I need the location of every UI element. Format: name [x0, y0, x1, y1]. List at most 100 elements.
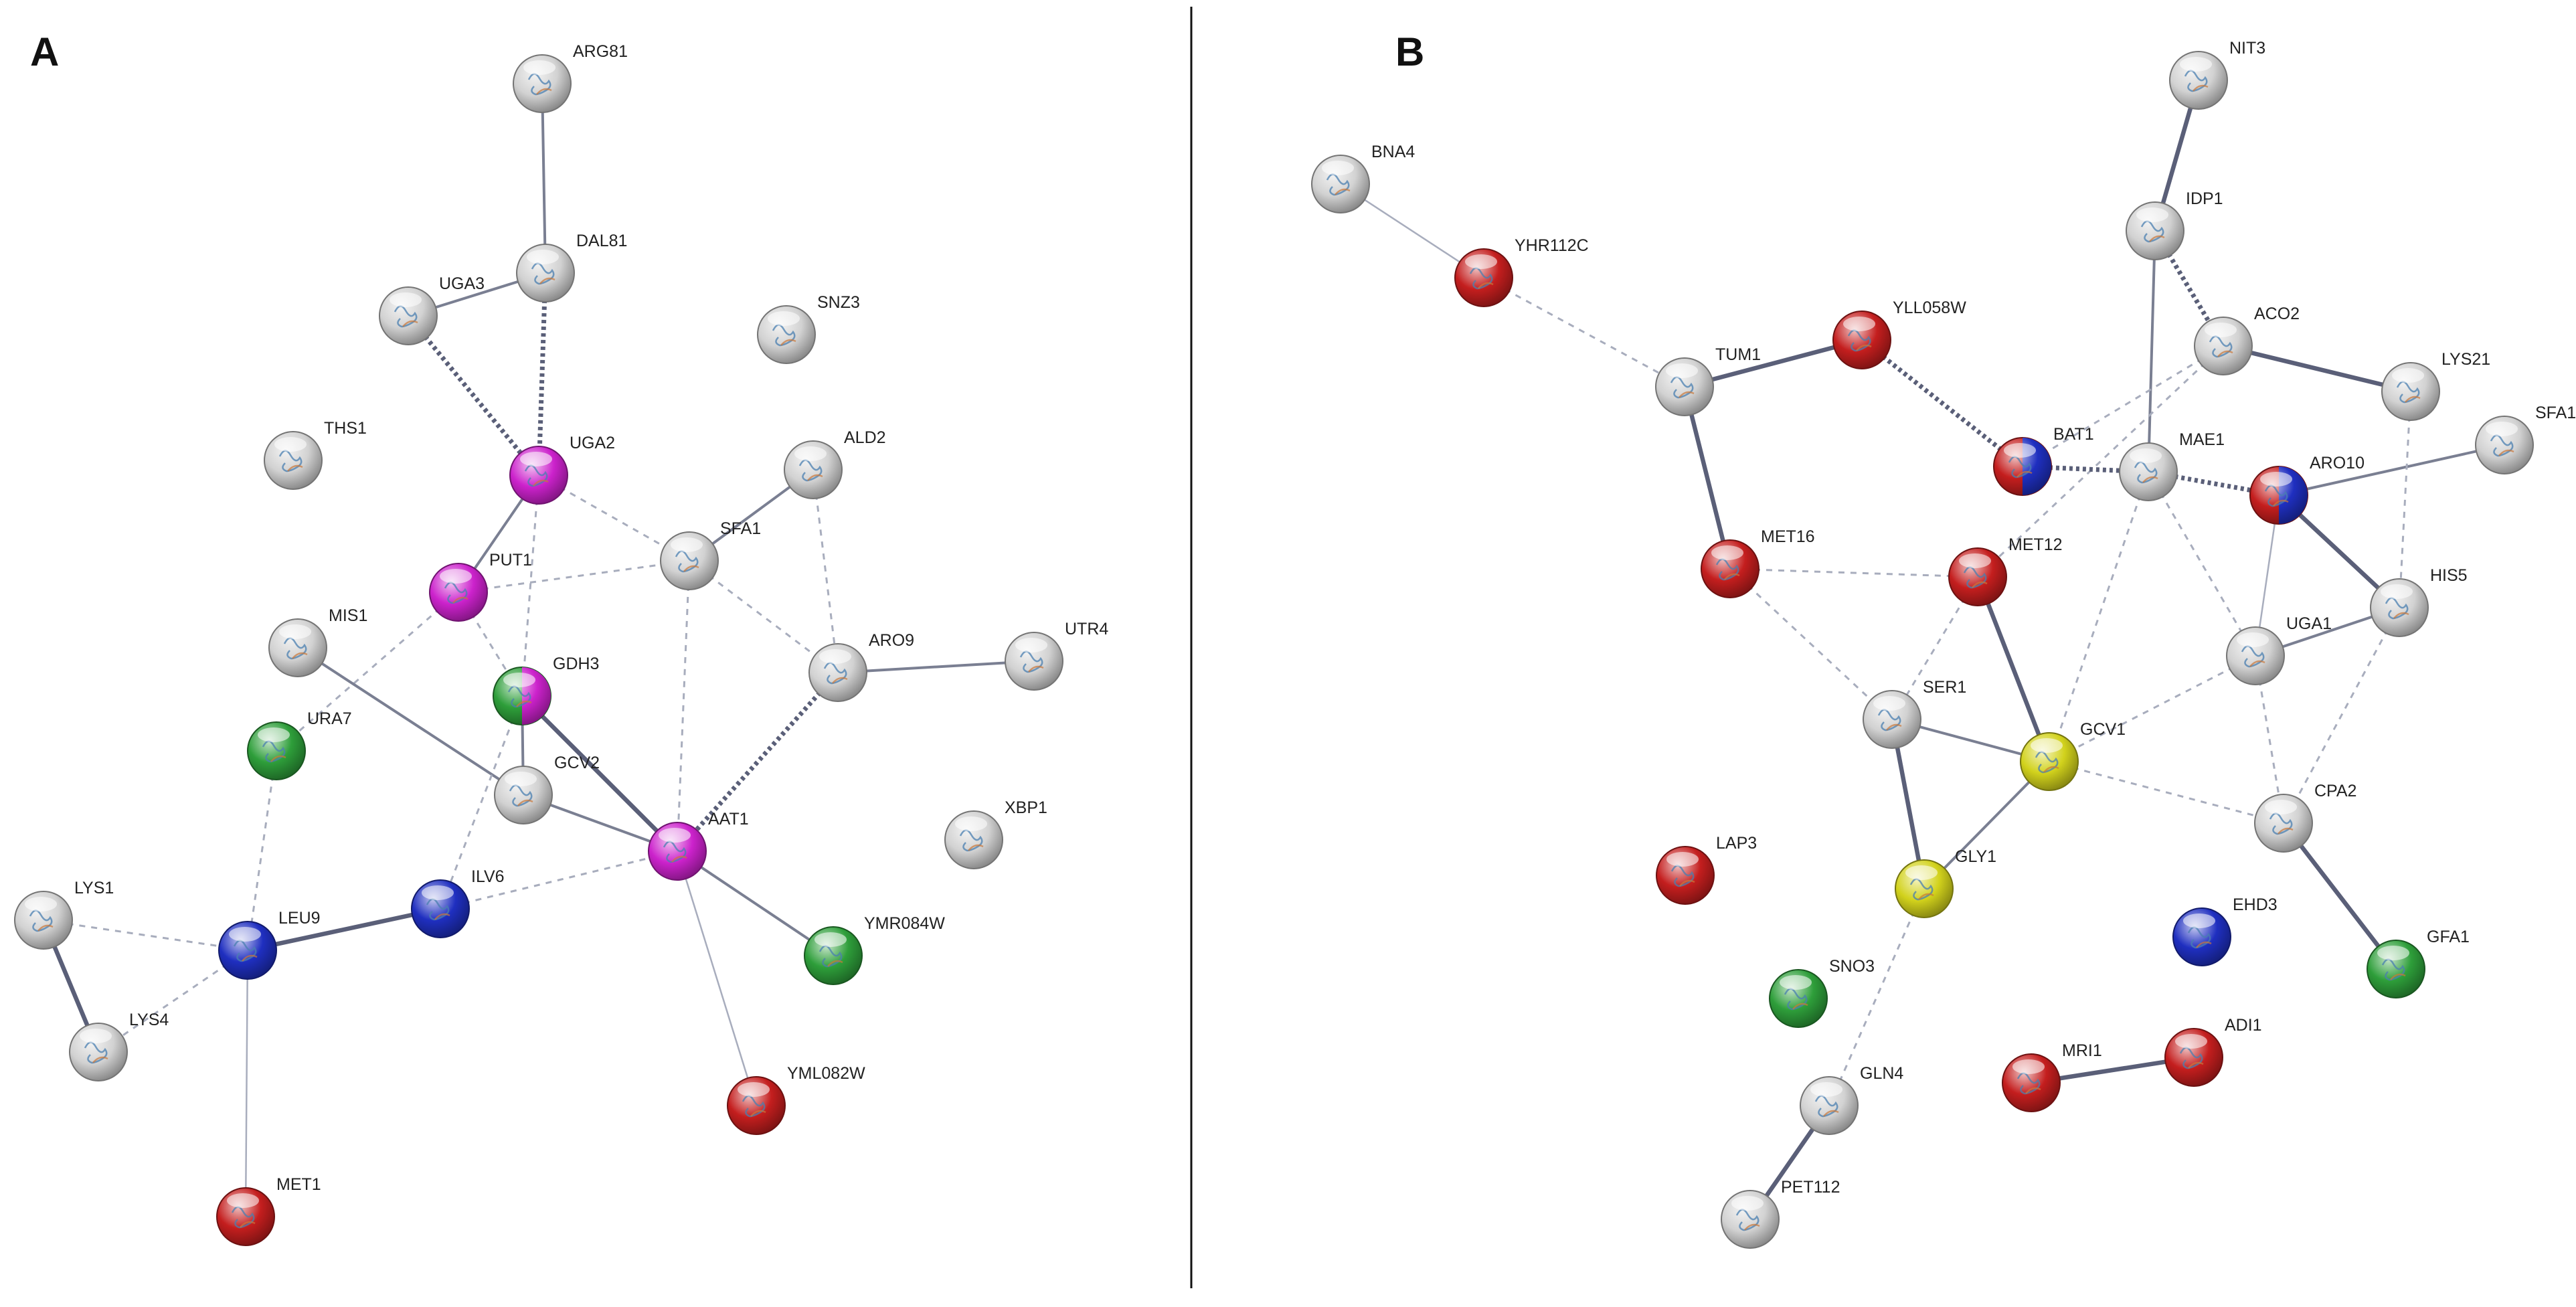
- node-gloss: [2486, 422, 2518, 436]
- node-gloss: [2180, 57, 2212, 72]
- node-b-gcv1[interactable]: GCV1: [2020, 720, 2126, 791]
- protein-structure-icon: [1670, 376, 1694, 399]
- edge-b-his5-cpa2: [2282, 607, 2401, 824]
- node-gloss: [505, 772, 537, 786]
- node-b-sno3[interactable]: SNO3: [1769, 957, 1875, 1028]
- node-b-yll058w[interactable]: YLL058W: [1832, 298, 1966, 369]
- node-gloss: [659, 828, 691, 843]
- node-gloss: [2004, 443, 2036, 458]
- node-a-aat1[interactable]: AAT1: [648, 810, 749, 881]
- node-b-his5[interactable]: HIS5: [2370, 566, 2468, 637]
- node-b-cpa2[interactable]: CPA2: [2254, 782, 2356, 853]
- node-b-bna4[interactable]: BNA4: [1311, 143, 1415, 213]
- node-b-mae1[interactable]: MAE1: [2119, 430, 2225, 501]
- node-a-uga2[interactable]: UGA2: [509, 434, 615, 505]
- edge-a-ilv6-aat1: [440, 850, 678, 910]
- edge-b-uga1-gcv1: [2049, 655, 2256, 763]
- node-label: NIT3: [2229, 39, 2265, 58]
- node-label: SFA1: [720, 519, 761, 538]
- node-gloss: [1873, 696, 1905, 711]
- node-label: YMR084W: [864, 914, 945, 933]
- node-b-aco2[interactable]: ACO2: [2194, 304, 2300, 375]
- node-a-mis1[interactable]: MIS1: [268, 606, 367, 677]
- protein-structure-icon: [231, 1206, 255, 1229]
- node-a-aro9[interactable]: ARO9: [808, 631, 914, 702]
- node-a-arg81[interactable]: ARG81: [513, 42, 628, 113]
- protein-structure-accent: [827, 960, 843, 967]
- node-a-lys4[interactable]: LYS4: [69, 1011, 169, 1081]
- node-a-snz3[interactable]: SNZ3: [757, 293, 860, 364]
- node-b-met12[interactable]: MET12: [1948, 535, 2063, 606]
- node-gloss: [1780, 975, 1812, 990]
- protein-structure-icon: [233, 940, 257, 962]
- node-a-ura7[interactable]: URA7: [247, 709, 352, 780]
- protein-structure-accent: [37, 924, 54, 932]
- edge-b-cpa2-gfa1: [2282, 822, 2398, 970]
- node-a-ald2[interactable]: ALD2: [784, 428, 886, 499]
- node-a-ymr084w[interactable]: YMR084W: [804, 914, 945, 985]
- node-b-lys21[interactable]: LYS21: [2381, 350, 2490, 421]
- protein-structure-icon: [2385, 597, 2409, 620]
- node-gloss: [819, 649, 851, 664]
- protein-structure-accent: [516, 700, 532, 707]
- node-b-gln4[interactable]: GLN4: [1800, 1064, 1903, 1135]
- node-b-bat1[interactable]: BAT1: [1993, 425, 2094, 496]
- protein-structure-accent: [2016, 470, 2033, 478]
- node-a-xbp1[interactable]: XBP1: [944, 798, 1047, 869]
- protein-structure-icon: [1814, 1095, 1838, 1118]
- node-b-nit3[interactable]: NIT3: [2169, 39, 2265, 110]
- node-b-ehd3[interactable]: EHD3: [2172, 895, 2278, 966]
- node-a-ilv6[interactable]: ILV6: [411, 867, 505, 938]
- node-b-pet112[interactable]: PET112: [1721, 1178, 1840, 1249]
- node-b-yhr112c[interactable]: YHR112C: [1454, 236, 1589, 307]
- edge-a-dal81-uga2: [536, 272, 548, 476]
- node-label: YML082W: [787, 1064, 865, 1083]
- protein-structure-accent: [2249, 660, 2265, 667]
- protein-structure-accent: [2193, 84, 2209, 92]
- protein-structure-icon: [1326, 173, 1350, 196]
- protein-structure-accent: [2405, 396, 2421, 403]
- edge-a-leu9-lys4: [98, 949, 248, 1053]
- protein-structure-accent: [2142, 476, 2158, 483]
- node-b-idp1[interactable]: IDP1: [2126, 189, 2223, 260]
- node-b-lap3[interactable]: LAP3: [1656, 834, 1757, 905]
- node-a-ths1[interactable]: THS1: [264, 419, 367, 490]
- protein-structure-accent: [287, 464, 303, 472]
- edge-a-uga2-gdh3: [521, 474, 540, 697]
- node-gloss: [2237, 632, 2269, 647]
- node-b-adi1[interactable]: ADI1: [2164, 1016, 2262, 1087]
- node-a-put1[interactable]: PUT1: [429, 551, 532, 622]
- node-b-tum1[interactable]: TUM1: [1655, 345, 1761, 416]
- node-label: HIS5: [2430, 566, 2468, 585]
- node-b-uga1[interactable]: UGA1: [2226, 614, 2332, 685]
- node-b-gly1[interactable]: GLY1: [1895, 847, 1996, 918]
- node-a-yml082w[interactable]: YML082W: [727, 1064, 865, 1135]
- node-a-sfa1[interactable]: SFA1: [660, 519, 761, 590]
- edge-b-gly1-gln4: [1828, 888, 1925, 1106]
- edge-a-leu9-met1: [244, 950, 249, 1217]
- node-a-dal81[interactable]: DAL81: [516, 232, 627, 302]
- node-gloss: [1905, 865, 1938, 880]
- protein-structure-accent: [402, 320, 418, 327]
- node-b-gfa1[interactable]: GFA1: [2367, 928, 2470, 998]
- node-b-sfa1[interactable]: SFA1: [2475, 404, 2576, 474]
- node-a-utr4[interactable]: UTR4: [1005, 620, 1108, 691]
- protein-structure-icon: [2241, 645, 2265, 668]
- node-b-aro10[interactable]: ARO10: [2249, 454, 2365, 525]
- edge-b-gcv1-gly1: [1923, 760, 2051, 890]
- protein-structure-accent: [517, 799, 533, 806]
- protein-structure-icon: [675, 550, 699, 573]
- node-b-mri1[interactable]: MRI1: [2002, 1041, 2102, 1112]
- node-a-gdh3[interactable]: GDH3: [493, 655, 599, 725]
- panel-letter-b: B: [1395, 29, 1424, 74]
- protein-structure-accent: [434, 913, 450, 920]
- node-gloss: [2392, 368, 2424, 383]
- node-a-lys1[interactable]: LYS1: [14, 879, 114, 950]
- node-a-leu9[interactable]: LEU9: [218, 909, 321, 980]
- node-label: IDP1: [2186, 189, 2223, 208]
- node-b-ser1[interactable]: SER1: [1863, 678, 1966, 749]
- node-a-uga3[interactable]: UGA3: [379, 274, 485, 345]
- node-a-gcv2[interactable]: GCV2: [494, 754, 600, 824]
- node-b-met16[interactable]: MET16: [1701, 527, 1815, 598]
- node-a-met1[interactable]: MET1: [216, 1175, 321, 1246]
